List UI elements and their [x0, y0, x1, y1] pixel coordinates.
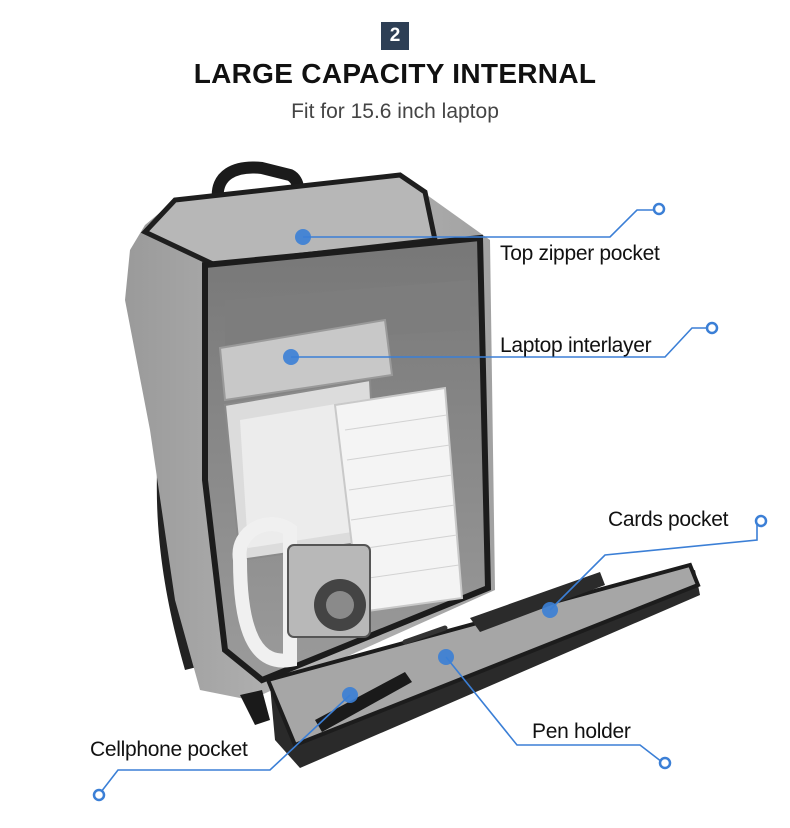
cellphone-pocket-dot — [342, 687, 358, 703]
cards-pocket-label: Cards pocket — [608, 508, 729, 531]
page-title: LARGE CAPACITY INTERNAL — [193, 58, 597, 89]
callout-lines — [100, 209, 758, 793]
laptop-interlayer-ring — [705, 321, 719, 335]
laptop-interlayer-dot — [283, 349, 299, 365]
cellphone-pocket-label: Cellphone pocket — [90, 738, 248, 761]
cards-pocket-ring — [754, 514, 768, 528]
pen-holder-ring — [658, 756, 672, 770]
cellphone-pocket-ring — [92, 788, 106, 802]
cellphone-shape — [315, 672, 412, 732]
camera — [287, 544, 371, 638]
top-zipper-pocket-ring — [652, 202, 666, 216]
cards-pocket-dot — [542, 602, 558, 618]
top-zipper-pocket-label: Top zipper pocket — [500, 242, 660, 265]
headphones — [232, 517, 297, 668]
step-number-badge: 2 — [381, 22, 409, 50]
cards-pocket-shape — [470, 572, 605, 632]
laptop-interlayer-label: Laptop interlayer — [500, 334, 652, 357]
pen-holder-dot — [438, 649, 454, 665]
pen-holder-label: Pen holder — [532, 720, 631, 743]
top-zipper-pocket-dot — [295, 229, 311, 245]
pen-shape — [402, 625, 448, 645]
page-subtitle: Fit for 15.6 inch laptop — [291, 100, 499, 123]
laptop — [218, 318, 394, 402]
